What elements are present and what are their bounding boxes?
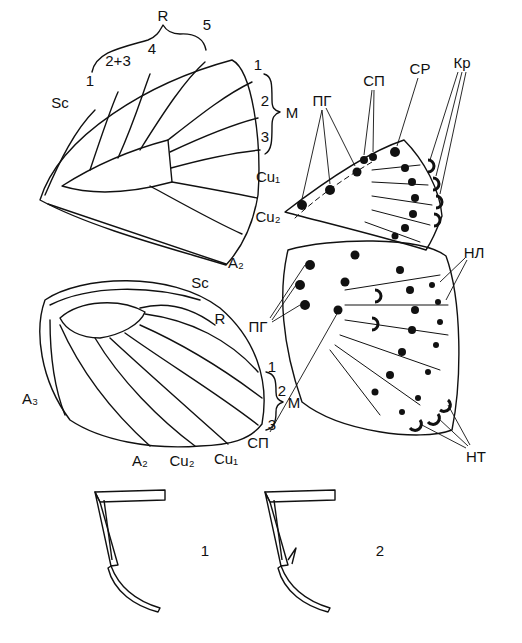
part-label: Cu₁ (256, 169, 280, 184)
callout-number: 1 (268, 359, 276, 374)
vein (110, 338, 228, 444)
part-label: Cu₂ (256, 209, 281, 224)
part-label: R (215, 311, 226, 326)
leg-drawing (95, 490, 335, 612)
part-label: Sc (51, 95, 69, 110)
vein (145, 314, 258, 372)
part-label: СР (410, 61, 431, 76)
part-label: ПГ (313, 93, 332, 108)
vein (171, 150, 260, 168)
part-label: Кр (453, 55, 470, 70)
part-label: A₂ (228, 255, 244, 270)
vein (365, 165, 432, 242)
vein (48, 204, 226, 264)
callout-number: 3 (268, 417, 276, 432)
vein (60, 325, 150, 446)
pattern-spots (295, 147, 443, 415)
hindwing-cell (60, 303, 145, 338)
part-label: НЛ (464, 245, 485, 260)
vein (90, 92, 118, 170)
vein (170, 118, 258, 152)
vein (172, 182, 257, 198)
vein (50, 320, 65, 415)
part-label: Cu₁ (214, 451, 238, 466)
callout-number: 2 (278, 383, 286, 398)
callout-number: 1 (86, 73, 94, 88)
forewing-outline (40, 60, 259, 265)
vein (95, 338, 195, 446)
part-label: Sc (191, 275, 209, 290)
part-label: НТ (466, 449, 486, 464)
vein (50, 289, 200, 305)
callout-number: 3 (261, 129, 269, 144)
vein (140, 325, 262, 398)
part-label: Cu₂ (170, 453, 195, 468)
part-label: A₃ (22, 391, 38, 406)
bracket (92, 25, 206, 72)
part-label: R (158, 8, 169, 23)
crescent-marks (372, 160, 450, 430)
part-label: СП (247, 435, 269, 450)
vein (330, 275, 448, 415)
callout-number: 1 (201, 543, 209, 558)
callout-number: 1 (254, 57, 262, 72)
forewing-cell (62, 140, 172, 192)
hindwing-outline (283, 241, 459, 435)
part-label: A₂ (132, 453, 148, 468)
callout-number: 2 (376, 543, 384, 558)
callout-number: 5 (203, 17, 211, 32)
part-label: 2+3 (105, 53, 130, 68)
vein (168, 82, 252, 140)
leader-line (270, 72, 470, 448)
callout-number: 2 (261, 93, 269, 108)
vein (45, 110, 95, 195)
hindwing-outline (40, 281, 264, 447)
band-line (295, 162, 372, 218)
part-label: ПГ (249, 319, 268, 334)
forewing-outline (285, 140, 442, 250)
part-label: M (288, 395, 301, 410)
callout-number: 4 (148, 41, 156, 56)
vein (118, 74, 150, 158)
part-label: M (286, 105, 299, 120)
vein (150, 186, 242, 234)
part-label: СП (363, 73, 385, 88)
